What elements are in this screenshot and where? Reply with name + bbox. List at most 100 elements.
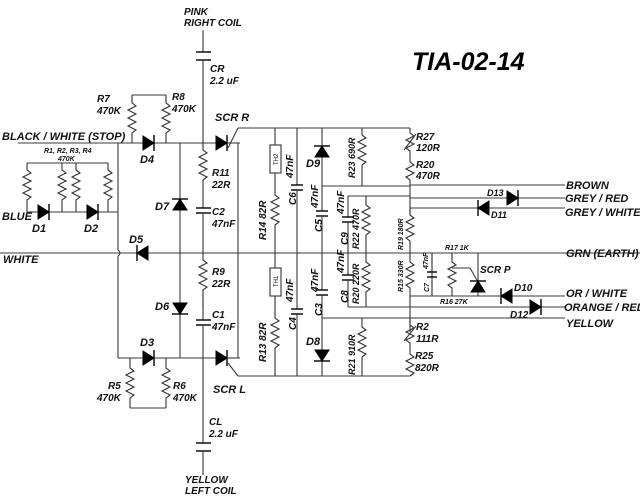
- label-r25-name: R25: [415, 351, 434, 362]
- label-r20-220r: R20 220R: [351, 263, 361, 304]
- resistor-r20b: [360, 253, 372, 307]
- diode-d1: [37, 204, 50, 220]
- label-r8-name: R8: [172, 92, 185, 103]
- capacitor-c3: [316, 253, 328, 376]
- label-r9-name: R9: [212, 267, 225, 278]
- label-r22: R22 470R: [351, 208, 361, 249]
- capacitor-c9: [342, 196, 354, 253]
- diode-d2: [86, 204, 99, 220]
- label-r6-name: R6: [173, 381, 186, 392]
- label-c9-name: C9: [340, 232, 351, 245]
- label-r20-value: 470R: [415, 171, 441, 182]
- label-d6: D6: [155, 301, 170, 313]
- diode-d3: [142, 350, 155, 366]
- label-r1-r4: R1, R2, R3, R4: [44, 148, 92, 155]
- label-d9: D9: [306, 158, 321, 170]
- label-c5-name: C5: [314, 219, 325, 232]
- label-c2-value: 47nF: [211, 219, 236, 230]
- label-r19: R19 180R: [398, 218, 405, 250]
- label-c9-value: 47nF: [336, 190, 347, 215]
- label-c6-value: 47nF: [285, 154, 296, 179]
- label-black-white-stop: BLACK / WHITE (STOP): [2, 131, 126, 143]
- label-c3-value: 47nF: [310, 268, 321, 293]
- resistor-r14: [269, 173, 281, 253]
- diode-d5: [136, 245, 149, 261]
- diagram-title: TIA-02-14: [412, 48, 525, 76]
- diode-d13: [506, 190, 519, 206]
- label-r14: R14 82R: [258, 200, 269, 240]
- label-d2: D2: [84, 223, 98, 235]
- label-cl-name: CL: [209, 417, 222, 428]
- diode-d4: [142, 135, 155, 151]
- label-r5-value: 470K: [96, 393, 122, 404]
- label-c4-value: 47nF: [285, 278, 296, 303]
- resistor-r5: [124, 358, 136, 408]
- label-r2-value: 111R: [416, 334, 439, 345]
- label-r17: R17 1K: [445, 245, 470, 252]
- label-c4-name: C4: [288, 317, 299, 330]
- label-r11-value: 22R: [211, 180, 231, 191]
- resistor-r19: [404, 208, 416, 253]
- capacitor-c4: [291, 253, 303, 376]
- capacitor-c1: [196, 290, 211, 358]
- label-blue: BLUE: [2, 211, 33, 223]
- resistor-r11: [197, 143, 209, 208]
- capacitor-c7: [427, 253, 437, 296]
- label-c1-value: 47nF: [211, 322, 236, 333]
- label-c3-name: C3: [314, 303, 325, 316]
- label-yellow-right: YELLOW: [566, 318, 615, 330]
- diode-d10: [500, 288, 513, 304]
- label-c6-name: C6: [288, 192, 299, 205]
- label-right-coil: RIGHT COIL: [184, 18, 242, 29]
- label-r23: R23 690R: [347, 137, 357, 178]
- label-c8-name: C8: [340, 290, 351, 303]
- label-d1: D1: [32, 223, 46, 235]
- label-grn-earth: GRN (EARTH): [566, 248, 639, 260]
- label-c1-name: C1: [212, 310, 225, 321]
- label-r25-value: 820R: [415, 363, 440, 374]
- label-th1: TH1: [274, 275, 280, 287]
- label-c7-value: 47nF: [423, 252, 430, 270]
- resistor-r27: [403, 128, 417, 156]
- label-r7-name: R7: [97, 94, 110, 105]
- label-left-coil: LEFT COIL: [185, 486, 237, 496]
- label-pink: PINK: [184, 7, 209, 18]
- resistor-r20: [404, 156, 416, 215]
- resistor-r3: [70, 163, 82, 212]
- label-r2-name: R2: [416, 322, 429, 333]
- label-th2: TH2: [274, 153, 280, 165]
- label-r8-value: 470K: [171, 104, 197, 115]
- resistor-r23: [356, 128, 368, 186]
- label-d12: D12: [510, 310, 529, 321]
- label-r20-name: R20: [416, 160, 435, 171]
- resistor-r1: [21, 163, 33, 212]
- label-scr-r: SCR R: [215, 112, 249, 124]
- label-grey-white: GREY / WHITE: [565, 207, 640, 219]
- label-cr-name: CR: [210, 64, 225, 75]
- label-white: WHITE: [3, 254, 39, 266]
- resistor-r21: [356, 318, 368, 376]
- label-r15: R15 330R: [398, 260, 405, 292]
- label-c8-value: 47nF: [336, 249, 347, 274]
- resistor-r25: [404, 348, 416, 377]
- label-orange-red: ORANGE / RED: [564, 302, 640, 314]
- label-d3: D3: [140, 337, 154, 349]
- resistor-r2: [56, 163, 68, 212]
- scr-r: [215, 127, 410, 253]
- resistor-r4: [102, 163, 114, 212]
- resistor-r13: [269, 296, 281, 376]
- label-d8: D8: [306, 336, 321, 348]
- label-cl-value: 2.2 uF: [208, 429, 239, 440]
- label-or-white: OR / WHITE: [566, 288, 628, 300]
- diode-d11: [477, 200, 490, 216]
- label-d5: D5: [129, 234, 144, 246]
- label-scr-l: SCR L: [213, 384, 246, 396]
- label-scr-p: SCR P: [480, 265, 511, 276]
- label-d10: D10: [514, 283, 533, 294]
- label-cr-value: 2.2 uF: [209, 76, 240, 87]
- label-r9-value: 22R: [211, 279, 231, 290]
- resistor-r22: [360, 196, 372, 253]
- label-d13: D13: [487, 188, 504, 198]
